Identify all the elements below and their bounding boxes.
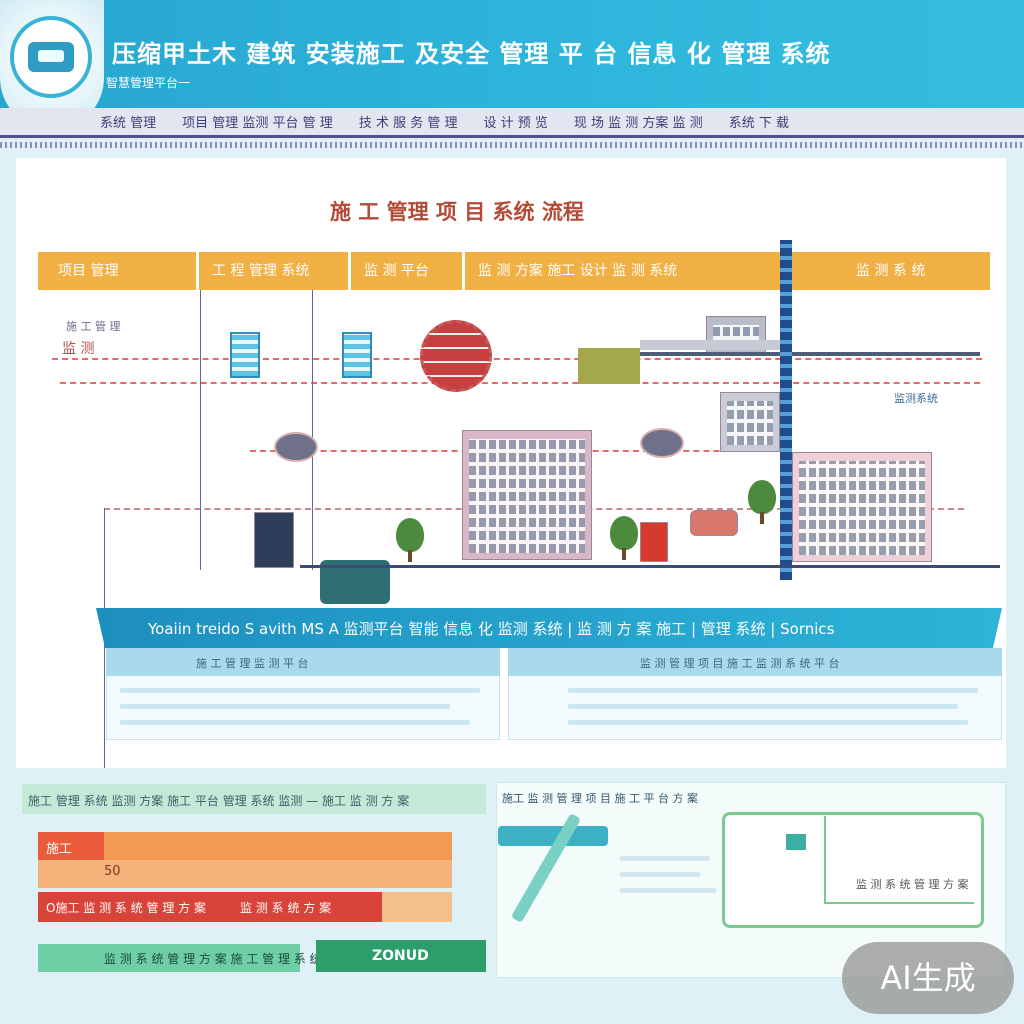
- process-step-1[interactable]: 项目 管理: [58, 263, 119, 279]
- process-divider: [348, 252, 351, 290]
- nav-divider: [0, 142, 1024, 148]
- info-panel-left-header: [106, 648, 500, 676]
- flow-line: [60, 382, 980, 384]
- process-step-5[interactable]: 监 测 系 统: [856, 263, 926, 279]
- text-line: [568, 688, 978, 693]
- bar-row-3-remainder: [382, 892, 452, 922]
- ribbon-text: Yoaiin treido S avith MS A 监测平台 智能 信息 化 …: [148, 620, 835, 638]
- layout-inner-frame: [824, 816, 974, 904]
- process-step-4[interactable]: 监 测 方案 施工 设计 监 测 系统: [478, 263, 678, 279]
- control-station-icon: [254, 512, 294, 568]
- side-label-right: 监测系统: [894, 392, 938, 405]
- teal-tab[interactable]: [498, 826, 608, 846]
- crane-arm: [640, 352, 980, 356]
- marker-icon: [786, 834, 806, 850]
- bar-row-3: [38, 892, 382, 922]
- side-label-1: 施 工 管 理: [66, 320, 121, 333]
- text-line: [620, 856, 710, 861]
- tree-icon: [396, 518, 424, 562]
- tree-icon: [610, 516, 638, 560]
- process-step-3[interactable]: 监 测 平台: [364, 263, 429, 279]
- system-ribbon: [96, 608, 1002, 648]
- page-title: 压缩甲土木 建筑 安装施工 及安全 管理 平 台 信息 化 管理 系统: [112, 40, 831, 68]
- process-divider: [462, 252, 465, 290]
- connector-line: [312, 290, 313, 570]
- footer-bar-right-label: ZONUD: [372, 948, 429, 964]
- info-panel-right-title: 监 测 管 理 项 目 施 工 监 测 系 统 平 台: [640, 657, 840, 670]
- ground-line: [300, 565, 1000, 568]
- connector-line: [200, 290, 201, 570]
- info-panel-left-title: 施 工 管 理 监 测 平 台: [196, 657, 309, 670]
- building-icon: [706, 316, 766, 356]
- building-icon: [792, 452, 932, 562]
- text-line: [568, 720, 968, 725]
- crane-icon: [640, 340, 780, 350]
- bottom-left-header-text: 施工 管理 系统 监测 方案 施工 平台 管理 系统 监测 — 施工 监 测 方…: [28, 794, 410, 808]
- process-divider: [196, 252, 199, 290]
- side-label-2: 监 测: [62, 341, 95, 357]
- bar-row-3-label-right: 监 测 系 统 方 案: [240, 901, 332, 915]
- footer-bar-left: [38, 944, 300, 972]
- layout-frame-label: 监 测 系 统 管 理 方 案: [856, 878, 969, 891]
- text-line: [120, 720, 470, 725]
- text-line: [120, 688, 480, 693]
- nav-bar: 系统 管理 项目 管理 监测 平台 管 理 技 术 服 务 管 理 设 计 预 …: [0, 108, 1024, 138]
- vehicle-icon: [690, 510, 738, 536]
- control-box-icon[interactable]: [578, 348, 640, 384]
- layout-frame: [722, 812, 984, 928]
- tower-icon: [780, 240, 792, 580]
- tree-icon: [748, 480, 776, 524]
- node-icon[interactable]: [640, 428, 684, 458]
- bar-row-1-fill: [104, 832, 452, 860]
- info-panel-right-header: [508, 648, 1002, 676]
- nav-item-system[interactable]: 系统 管理: [100, 116, 157, 131]
- globe-icon[interactable]: [420, 320, 492, 392]
- page-subtitle: 智慧管理平台一: [106, 76, 191, 90]
- flow-line: [52, 358, 982, 360]
- footer-bar-left-label: 监 测 系 统 管 理 方 案 施 工 管 理 系 统: [104, 952, 322, 966]
- nav-item-tech[interactable]: 技 术 服 务 管 理: [358, 116, 458, 131]
- text-line: [620, 872, 700, 877]
- footer-bar-right[interactable]: [316, 940, 486, 972]
- text-line: [620, 888, 716, 893]
- logo-icon[interactable]: [10, 16, 92, 98]
- bar-row-2-label: 50: [104, 864, 121, 879]
- node-icon[interactable]: [274, 432, 318, 462]
- building-icon: [720, 392, 780, 452]
- ai-generated-badge: AI生成: [842, 942, 1014, 1014]
- nav-item-download[interactable]: 系统 下 载: [728, 116, 789, 131]
- bottom-right-header: 施工 监 测 管 理 项 目 施 工 平 台 方 案: [502, 792, 698, 805]
- bar-row-3-label: O施工 监 测 系 统 管 理 方 案: [46, 901, 206, 915]
- nav-item-monitor[interactable]: 现 场 监 测 方案 监 测: [573, 116, 703, 131]
- nav-item-preview[interactable]: 设 计 预 览: [483, 116, 548, 131]
- server-icon[interactable]: [230, 332, 260, 378]
- building-icon: [462, 430, 592, 560]
- text-line: [568, 704, 958, 709]
- diagram-title: 施 工 管理 项 目 系统 流程: [330, 200, 584, 224]
- bar-row-2: [38, 860, 452, 888]
- text-line: [120, 704, 450, 709]
- logo-container: [0, 0, 104, 130]
- worker-icon: [640, 522, 668, 562]
- nav-item-project[interactable]: 项目 管理 监测 平台 管 理: [182, 116, 333, 131]
- bottom-left-header: [22, 784, 486, 814]
- bar-row-1-label: 施工: [46, 842, 73, 857]
- header-banner: [0, 0, 1024, 110]
- process-step-2[interactable]: 工 程 管理 系统: [212, 263, 310, 279]
- server-icon[interactable]: [342, 332, 372, 378]
